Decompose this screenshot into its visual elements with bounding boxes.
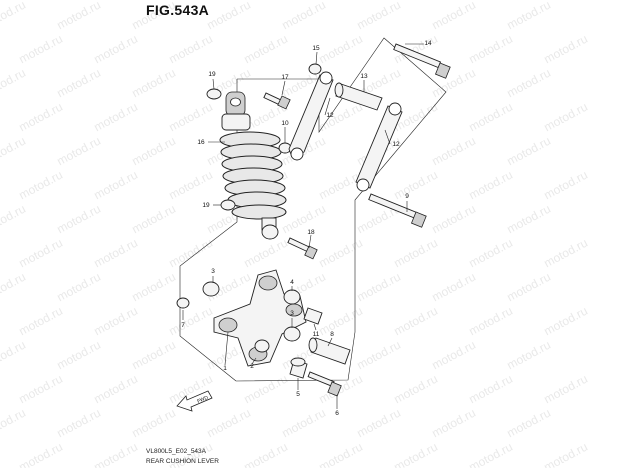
frame-outline-right bbox=[235, 331, 356, 382]
bolt-upper-mount bbox=[263, 92, 291, 110]
callout-15: 15 bbox=[312, 45, 320, 52]
callout-2: 2 bbox=[250, 363, 254, 370]
callout-4: 4 bbox=[290, 279, 294, 286]
callout-19-upper: 19 bbox=[208, 71, 216, 78]
callout-6: 6 bbox=[335, 410, 339, 417]
callout-3-upper: 3 bbox=[211, 268, 215, 275]
callout-10: 10 bbox=[281, 120, 289, 127]
leader-lines bbox=[182, 43, 424, 409]
bolt-long-lower bbox=[368, 193, 427, 228]
callout-8: 8 bbox=[330, 331, 334, 338]
bearing-upper-right bbox=[283, 289, 301, 305]
spacer-pipe-lower bbox=[289, 357, 308, 379]
bearing-lower-right bbox=[283, 326, 301, 342]
callout-14: 14 bbox=[424, 40, 432, 47]
collar-short bbox=[303, 307, 323, 325]
figure-caption: REAR CUSHION LEVER bbox=[146, 458, 219, 465]
cushion-rod-right bbox=[355, 102, 403, 192]
spacer-pipe bbox=[334, 82, 383, 111]
washer-lever bbox=[176, 297, 190, 309]
bolt-long-upper bbox=[393, 43, 451, 79]
callout-7: 7 bbox=[181, 322, 185, 329]
bearing-upper-left bbox=[202, 281, 220, 297]
callout-3-lower: 3 bbox=[290, 310, 294, 317]
front-direction-arrow: FWD bbox=[176, 390, 213, 412]
figure-title: FIG.543A bbox=[146, 2, 210, 18]
collar-long bbox=[308, 337, 351, 365]
cushion-rod-left bbox=[288, 71, 334, 161]
callout-16: 16 bbox=[197, 139, 205, 146]
callout-5: 5 bbox=[296, 391, 300, 398]
callout-labels: 1 2 3 3 4 5 6 7 8 9 10 11 12 12 13 14 15… bbox=[181, 40, 432, 417]
callout-13: 13 bbox=[360, 73, 368, 80]
washer-upper bbox=[206, 88, 222, 100]
washer-lower bbox=[220, 199, 236, 211]
callout-1: 1 bbox=[223, 365, 227, 372]
callout-9: 9 bbox=[405, 193, 409, 200]
rear-shock-absorber bbox=[219, 91, 287, 240]
nut-upper bbox=[308, 63, 322, 75]
callout-11: 11 bbox=[313, 331, 320, 338]
front-marker-text: FWD bbox=[196, 395, 209, 405]
bearing-lower-left bbox=[254, 339, 270, 353]
callout-19-lower: 19 bbox=[202, 202, 210, 209]
callout-17: 17 bbox=[281, 74, 289, 81]
bolt-lower-mount bbox=[287, 237, 318, 260]
bolt-lever bbox=[307, 371, 342, 397]
model-code: VL800L5_E02_543A bbox=[146, 448, 207, 455]
callout-18: 18 bbox=[307, 229, 315, 236]
callout-12-right: 12 bbox=[392, 141, 400, 148]
callout-12-left: 12 bbox=[326, 112, 334, 119]
cushion-lever bbox=[213, 269, 307, 367]
